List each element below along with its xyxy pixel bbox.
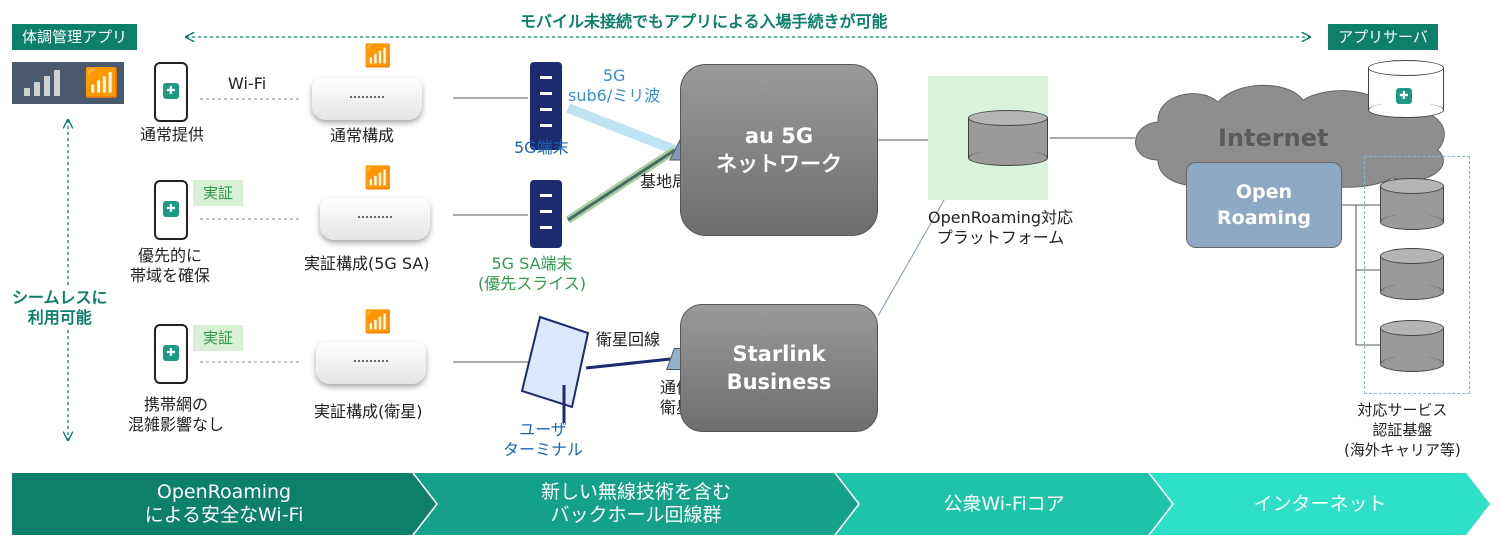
signal-bar-icon <box>34 82 40 96</box>
auth-database-icon <box>1380 320 1444 372</box>
auth-group-frame <box>1364 156 1470 394</box>
5g-terminal-label: 5G端末 <box>514 138 569 157</box>
access-point-icon <box>312 78 422 120</box>
app-icon: ✚ <box>163 345 179 361</box>
wifi-icon: 📶 <box>84 66 119 99</box>
row2-ap-label: 実証構成(5G SA) <box>304 254 430 273</box>
seamless-label: シームレスに 利用可能 <box>12 288 108 328</box>
5g-sa-terminal-label: 5G SA端末 (優先スライス) <box>478 254 587 293</box>
footer-step-internet: インターネット <box>1150 473 1490 535</box>
banner-text: モバイル未接続でもアプリによる入場手続きが可能 <box>520 12 888 31</box>
access-point-icon <box>320 198 430 240</box>
starlink-business-box: Starlink Business <box>680 304 878 432</box>
app-icon: ✚ <box>163 201 179 217</box>
5g-sa-terminal-icon <box>530 180 562 248</box>
internet-label: Internet <box>1218 124 1329 152</box>
5g-terminal-icon <box>530 62 562 150</box>
auth-database-icon <box>1380 178 1444 230</box>
satellite-line-label: 衛星回線 <box>596 330 661 349</box>
auth-label: 対応サービス 認証基盤 (海外キャリア等) <box>1344 401 1461 459</box>
au-5g-network-box: au 5G ネットワーク <box>680 64 878 236</box>
radio-band-label: 5G sub6/ミリ波 <box>568 66 661 105</box>
app-icon: ✚ <box>1396 88 1412 104</box>
wifi-signal-icon: 📶 <box>364 44 392 69</box>
row2-device-label: 優先的に 帯域を確保 <box>130 246 211 285</box>
satellite-dish-icon <box>520 315 590 423</box>
footer-step-backhaul: 新しい無線技術を含む バックホール回線群 <box>414 473 858 535</box>
smartphone-icon: ✚ <box>154 62 188 122</box>
row1-device-label: 通常提供 <box>140 125 205 144</box>
row1-ap-label: 通常構成 <box>330 126 395 145</box>
app-icon: ✚ <box>163 83 179 99</box>
row3-ap-label: 実証構成(衛星) <box>314 402 423 421</box>
app-server-icon <box>1368 60 1444 118</box>
signal-status-image: 📶 <box>12 62 124 104</box>
access-point-icon <box>316 342 426 384</box>
row3-device-label: 携帯網の 混雑影響なし <box>128 395 225 434</box>
base-station-label: 基地局 <box>640 172 689 191</box>
footer-step-core: 公衆Wi-Fiコア <box>836 473 1172 535</box>
signal-bar-icon <box>44 76 50 96</box>
user-terminal-label: ユーザ ターミナル <box>503 420 584 459</box>
auth-database-icon <box>1380 248 1444 300</box>
platform-database-icon <box>968 110 1048 166</box>
wifi-signal-icon: 📶 <box>364 166 392 191</box>
smartphone-icon: ✚ <box>154 324 188 384</box>
footer-step-wifi: OpenRoaming による安全なWi-Fi <box>12 473 436 535</box>
server-title-label: アプリサーバ <box>1328 24 1438 50</box>
row2-verify-badge: 実証 <box>193 180 244 206</box>
smartphone-icon: ✚ <box>154 180 188 240</box>
open-roaming-box: Open Roaming <box>1186 162 1342 248</box>
signal-bar-icon <box>24 88 30 96</box>
app-title-label: 体調管理アプリ <box>12 24 138 50</box>
platform-label: OpenRoaming対応 プラットフォーム <box>928 208 1074 247</box>
wifi-signal-icon: 📶 <box>364 310 392 335</box>
signal-bar-icon <box>54 70 60 96</box>
row3-verify-badge: 実証 <box>193 325 244 351</box>
row1-link-label: Wi-Fi <box>228 74 267 93</box>
